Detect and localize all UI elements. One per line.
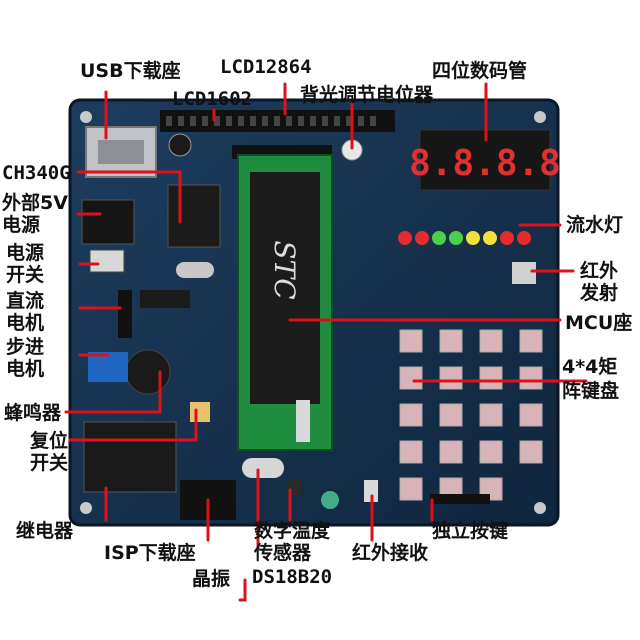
mount-hole (80, 111, 92, 123)
ch340g-chip (167, 184, 221, 248)
motor-header (118, 290, 132, 338)
label-temp-1: 数字温度 (254, 520, 331, 542)
label-ds18b20: DS18B20 (252, 566, 333, 588)
label-dc-motor-1: 直流 (6, 290, 45, 312)
label-mcu-socket: MCU座 (565, 312, 633, 334)
pointer-buzzer (64, 370, 162, 414)
uln-chip (140, 290, 190, 308)
mount-hole (534, 111, 546, 123)
label-keypad-1: 4*4矩 (562, 356, 618, 378)
label-lcd12864: LCD12864 (220, 56, 312, 78)
pointer-ds18b20 (238, 578, 247, 602)
relay-body (83, 421, 177, 493)
label-ir-tx-2: 发射 (580, 282, 619, 304)
socket-lever (296, 400, 310, 442)
terminal-block (88, 352, 128, 382)
standalone-key-header (430, 494, 490, 504)
label-standalone-keys: 独立按键 (432, 520, 509, 542)
label-crystal: 晶振 (192, 568, 231, 590)
label-power-sw-1: 电源 (6, 242, 45, 264)
dc-jack (81, 199, 135, 245)
mount-hole (534, 502, 546, 514)
label-power-sw-2: 开关 (6, 264, 45, 286)
seven-seg-digits: 8.8.8.8 (409, 143, 561, 184)
label-ir-tx-1: 红外 (580, 260, 619, 282)
label-seven-seg: 四位数码管 (432, 60, 528, 82)
power-switch (89, 249, 125, 273)
label-ext5v-2: 电源 (2, 214, 41, 236)
ir-receiver (364, 480, 378, 502)
label-backlight-pot: 背光调节电位器 (300, 84, 434, 106)
label-reset-2: 开关 (30, 452, 69, 474)
label-lcd1602: LCD1602 (172, 88, 253, 110)
main-crystal (242, 458, 284, 478)
label-reset-1: 复位 (30, 430, 69, 452)
led-row (398, 231, 531, 245)
label-relay: 继电器 (16, 520, 74, 542)
chip-brand: STC (268, 240, 301, 299)
capacitor (168, 133, 192, 157)
label-keypad-2: 阵键盘 (562, 380, 620, 402)
mcu-chip (250, 172, 320, 404)
label-led-flow: 流水灯 (566, 214, 624, 236)
pointer-reset (68, 408, 198, 442)
green-cap (321, 491, 339, 509)
label-isp: ISP下载座 (104, 542, 196, 564)
label-usb-download: USB下载座 (80, 60, 181, 82)
label-dc-motor-2: 电机 (6, 312, 45, 334)
mount-hole (80, 502, 92, 514)
label-ir-rx: 红外接收 (352, 542, 429, 564)
ir-transmitter (512, 262, 536, 284)
label-stepper-1: 步进 (6, 336, 45, 358)
pointer-ch340g (76, 170, 182, 224)
small-crystal (176, 262, 214, 278)
label-buzzer: 蜂鸣器 (4, 402, 62, 424)
label-ext5v-1: 外部5V (2, 192, 68, 214)
label-stepper-2: 电机 (6, 358, 45, 380)
label-ch340g: CH340G (2, 162, 71, 184)
label-temp-2: 传感器 (254, 542, 312, 564)
